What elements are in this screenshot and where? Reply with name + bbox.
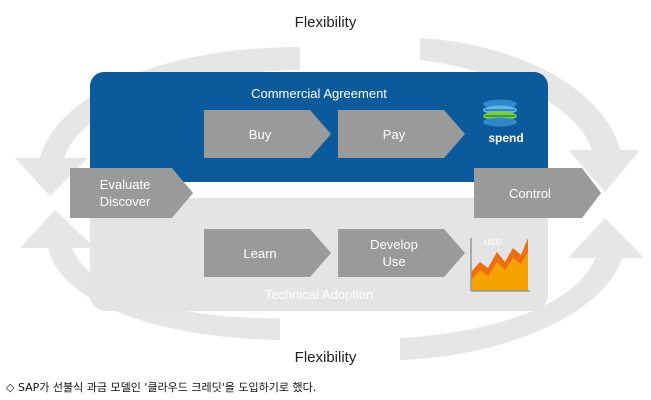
cycle-arrow-bottom-right bbox=[400, 218, 644, 360]
coin-stack-icon bbox=[483, 99, 517, 127]
cycle-arrows bbox=[15, 38, 644, 360]
pay-label: Pay bbox=[382, 127, 406, 142]
develop-use-label: Develop Use bbox=[338, 236, 450, 270]
use-text: Use bbox=[382, 254, 406, 269]
evaluate-discover-label: Evaluate Discover bbox=[70, 176, 180, 210]
chevron-pay bbox=[338, 110, 465, 158]
flexibility-bottom-label: Flexibility bbox=[294, 349, 357, 366]
caption: ◇ SAP가 선불식 과금 모델인 '클라우드 크레딧'을 도입하기로 했다. bbox=[6, 381, 317, 394]
control-label: Control bbox=[509, 186, 551, 201]
learn-label: Learn bbox=[243, 246, 277, 261]
discover-text: Discover bbox=[99, 194, 151, 209]
chevron-learn bbox=[204, 229, 331, 277]
cycle-arrow-top-left bbox=[15, 47, 300, 196]
technical-adoption-title: Technical Adoption bbox=[264, 287, 374, 302]
spend-label: spend bbox=[488, 131, 524, 145]
commercial-agreement-title: Commercial Agreement bbox=[251, 86, 387, 101]
cycle-arrow-bottom-left bbox=[20, 210, 280, 340]
evaluate-text: Evaluate bbox=[99, 177, 151, 192]
chevron-evaluate-discover bbox=[70, 168, 193, 218]
buy-label: Buy bbox=[248, 127, 272, 142]
cycle-arrow-top-right bbox=[420, 38, 640, 192]
chevron-buy bbox=[204, 110, 331, 158]
use-label: use bbox=[484, 236, 502, 248]
chevron-control bbox=[474, 168, 601, 218]
flexibility-top-label: Flexibility bbox=[294, 14, 357, 31]
develop-text: Develop bbox=[370, 237, 418, 252]
usage-chart-icon bbox=[470, 238, 530, 292]
chevron-develop-use bbox=[338, 229, 465, 277]
